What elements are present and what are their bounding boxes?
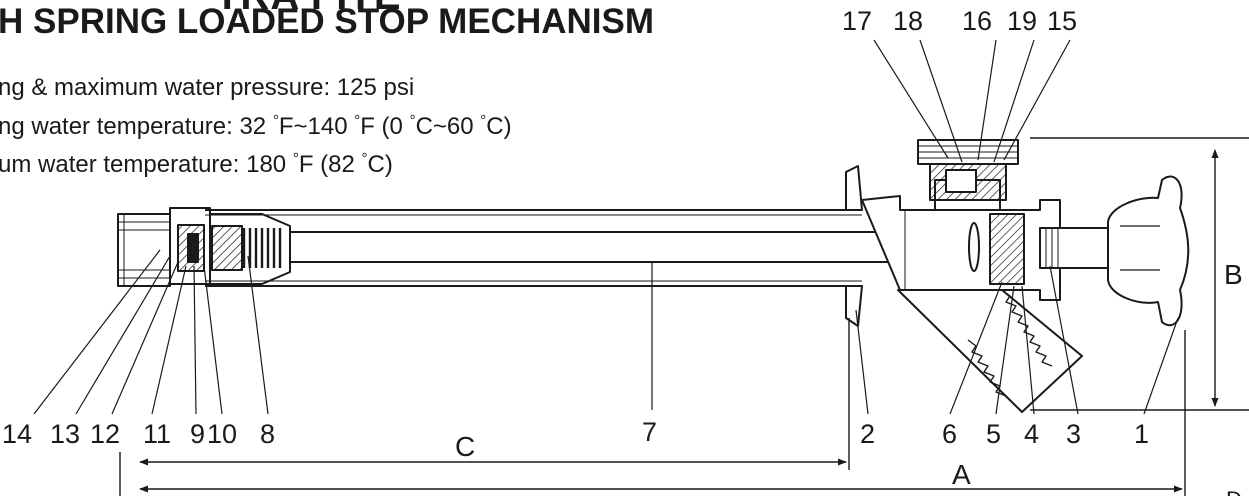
stem-spring-housing [209,213,291,285]
spec-max-pressure: ng & maximum water pressure: 125 psi [0,74,415,101]
valve-seat-assembly [169,207,211,285]
callout-7: 7 [642,417,657,447]
inlet-nipple [117,213,171,287]
handle [1107,175,1190,327]
callout-13: 13 [50,419,80,449]
dimension-a-label: A [952,459,971,490]
callout-16: 16 [962,6,992,36]
callout-3: 3 [1066,419,1081,449]
dimension-c-label: C [455,431,475,462]
hose-outlet [897,289,1083,413]
spec-operating-temperature: ng water temperature: 32 °F~140 °F (0 °C… [0,112,512,140]
callout-11: 11 [143,419,171,449]
callout-12: 12 [90,419,120,449]
callout-leaders [33,39,1179,415]
dimension-d-label-partial: D [1226,487,1242,496]
callout-9: 9 [190,419,205,449]
callout-8: 8 [260,419,275,449]
callout-1: 1 [1134,419,1149,449]
callouts-bottom: 14 13 12 11 9 10 8 7 2 6 5 4 3 1 [2,417,1149,449]
callout-10: 10 [207,419,237,449]
callouts-top: 17 18 16 19 15 [842,6,1077,36]
callout-18: 18 [893,6,923,36]
packing-nut [1039,227,1111,269]
spec-max-temperature: um water temperature: 180 °F (82 °C) [0,150,393,178]
vacuum-breaker-cap [917,139,1019,201]
callout-2: 2 [860,419,875,449]
dimension-b-label: B [1224,259,1243,290]
callout-14: 14 [2,419,32,449]
dimension-lines [119,137,1249,496]
page-title: H SPRING LOADED STOP MECHANISM [0,2,654,41]
callout-17: 17 [842,6,872,36]
outer-pipe [205,209,862,287]
callout-15: 15 [1047,6,1077,36]
mounting-flange [845,165,863,327]
product-name-partial: TRA FITE [215,0,402,19]
callout-6: 6 [942,419,957,449]
callout-5: 5 [986,419,1001,449]
callout-19: 19 [1007,6,1037,36]
callout-4: 4 [1024,419,1039,449]
